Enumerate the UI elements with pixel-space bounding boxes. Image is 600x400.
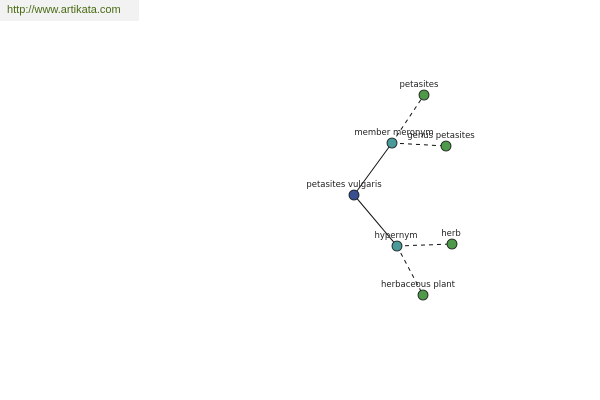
node-label-petasites[interactable]: petasites xyxy=(400,80,440,90)
node-label-herb[interactable]: herb xyxy=(441,229,461,239)
edge-member-meronym-to-petasites xyxy=(391,94,425,144)
edge-hypernym-to-herb xyxy=(396,243,453,247)
node-herb[interactable]: herb xyxy=(441,229,461,250)
node-dot-hypernym[interactable] xyxy=(391,240,403,252)
node-root[interactable]: petasites vulgaris xyxy=(306,180,382,201)
node-dot-member-meronym[interactable] xyxy=(386,137,398,149)
node-label-hypernym[interactable]: hypernym xyxy=(374,231,417,241)
node-dot-genus-petasites[interactable] xyxy=(440,140,452,152)
node-genus-petasites[interactable]: genus petasites xyxy=(407,131,475,152)
node-label-root[interactable]: petasites vulgaris xyxy=(306,180,382,190)
node-dot-petasites[interactable] xyxy=(418,89,430,101)
node-hypernym[interactable]: hypernym xyxy=(374,231,418,252)
node-label-genus-petasites[interactable]: genus petasites xyxy=(407,131,475,141)
nodes-layer: petasites vulgaris member meronym hypernym… xyxy=(306,80,475,301)
site-url-link[interactable]: http://www.artikata.com xyxy=(0,0,139,21)
node-herbaceous-plant[interactable]: herbaceous plant xyxy=(381,280,456,301)
edge-member-meronym-to-genus-petasites xyxy=(391,142,447,147)
edge-root-to-member-meronym xyxy=(353,142,393,196)
node-dot-herbaceous-plant[interactable] xyxy=(417,289,429,301)
edge-root-to-hypernym xyxy=(353,194,398,247)
node-member-meronym[interactable]: member meronym xyxy=(354,128,434,149)
edge-hypernym-to-herbaceous-plant xyxy=(396,245,424,296)
node-label-member-meronym[interactable]: member meronym xyxy=(354,128,433,138)
node-dot-herb[interactable] xyxy=(446,238,458,250)
node-petasites[interactable]: petasites xyxy=(400,80,440,101)
node-label-herbaceous-plant[interactable]: herbaceous plant xyxy=(381,280,456,290)
node-dot-root[interactable] xyxy=(348,189,360,201)
edges-layer xyxy=(353,94,453,296)
